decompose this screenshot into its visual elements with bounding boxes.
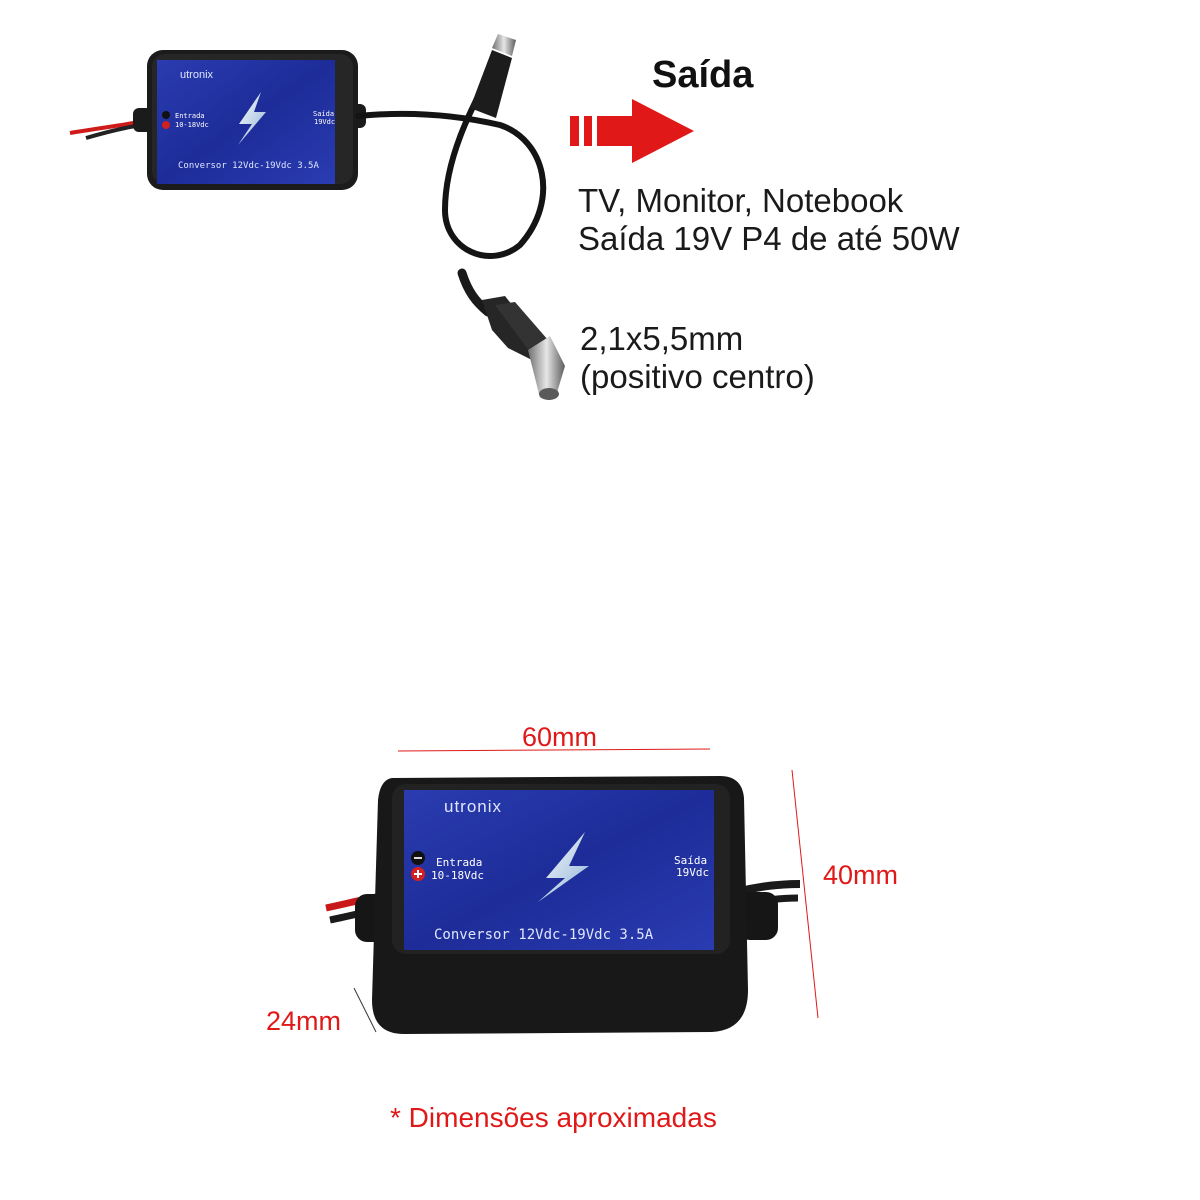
dimension-depth: 24mm bbox=[266, 1006, 342, 1036]
bottom-output-label: Saída bbox=[674, 854, 707, 867]
bottom-output-voltage: 19Vdc bbox=[676, 866, 709, 879]
lightning-bolt-icon bbox=[538, 832, 589, 902]
output-cable bbox=[355, 67, 547, 259]
footnote-approximate: * Dimensões aproximadas bbox=[390, 1102, 717, 1133]
bottom-input-range: 10-18Vdc bbox=[431, 869, 484, 882]
top-model: Conversor 12Vdc-19Vdc 3.5A bbox=[178, 161, 319, 171]
top-input-range: 10-18Vdc bbox=[175, 121, 209, 129]
compatibility-output-spec: Saída 19V P4 de até 50W bbox=[578, 220, 960, 257]
right-arrow-icon bbox=[570, 99, 694, 163]
dim-line-width bbox=[397, 748, 711, 752]
bottom-model: Conversor 12Vdc-19Vdc 3.5A bbox=[434, 927, 654, 943]
top-brand: utronix bbox=[180, 69, 214, 81]
top-input-label: Entrada bbox=[175, 112, 205, 120]
plug-size: 2,1x5,5mm bbox=[580, 320, 744, 357]
compatibility-devices: TV, Monitor, Notebook bbox=[578, 182, 904, 219]
bottom-input-label: Entrada bbox=[436, 856, 482, 869]
dimension-height: 40mm bbox=[823, 860, 899, 890]
output-heading: Saída bbox=[652, 54, 754, 96]
plug-polarity: (positivo centro) bbox=[580, 358, 815, 395]
compatibility-block: TV, Monitor, Notebook Saída 19V P4 de at… bbox=[578, 182, 960, 258]
dimension-width: 60mm bbox=[522, 722, 598, 752]
top-output-voltage: 19Vdc bbox=[314, 118, 335, 126]
dim-line-depth bbox=[353, 987, 377, 1033]
plug-spec-block: 2,1x5,5mm (positivo centro) bbox=[580, 320, 815, 396]
bottom-brand: utronix bbox=[444, 797, 502, 816]
bottom-converter bbox=[325, 776, 801, 1034]
dim-line-height bbox=[791, 769, 819, 1019]
top-output-label: Saída bbox=[313, 110, 334, 118]
top-converter bbox=[69, 34, 547, 259]
dc-plug-closeup bbox=[457, 268, 565, 400]
lightning-bolt-icon bbox=[238, 92, 266, 145]
